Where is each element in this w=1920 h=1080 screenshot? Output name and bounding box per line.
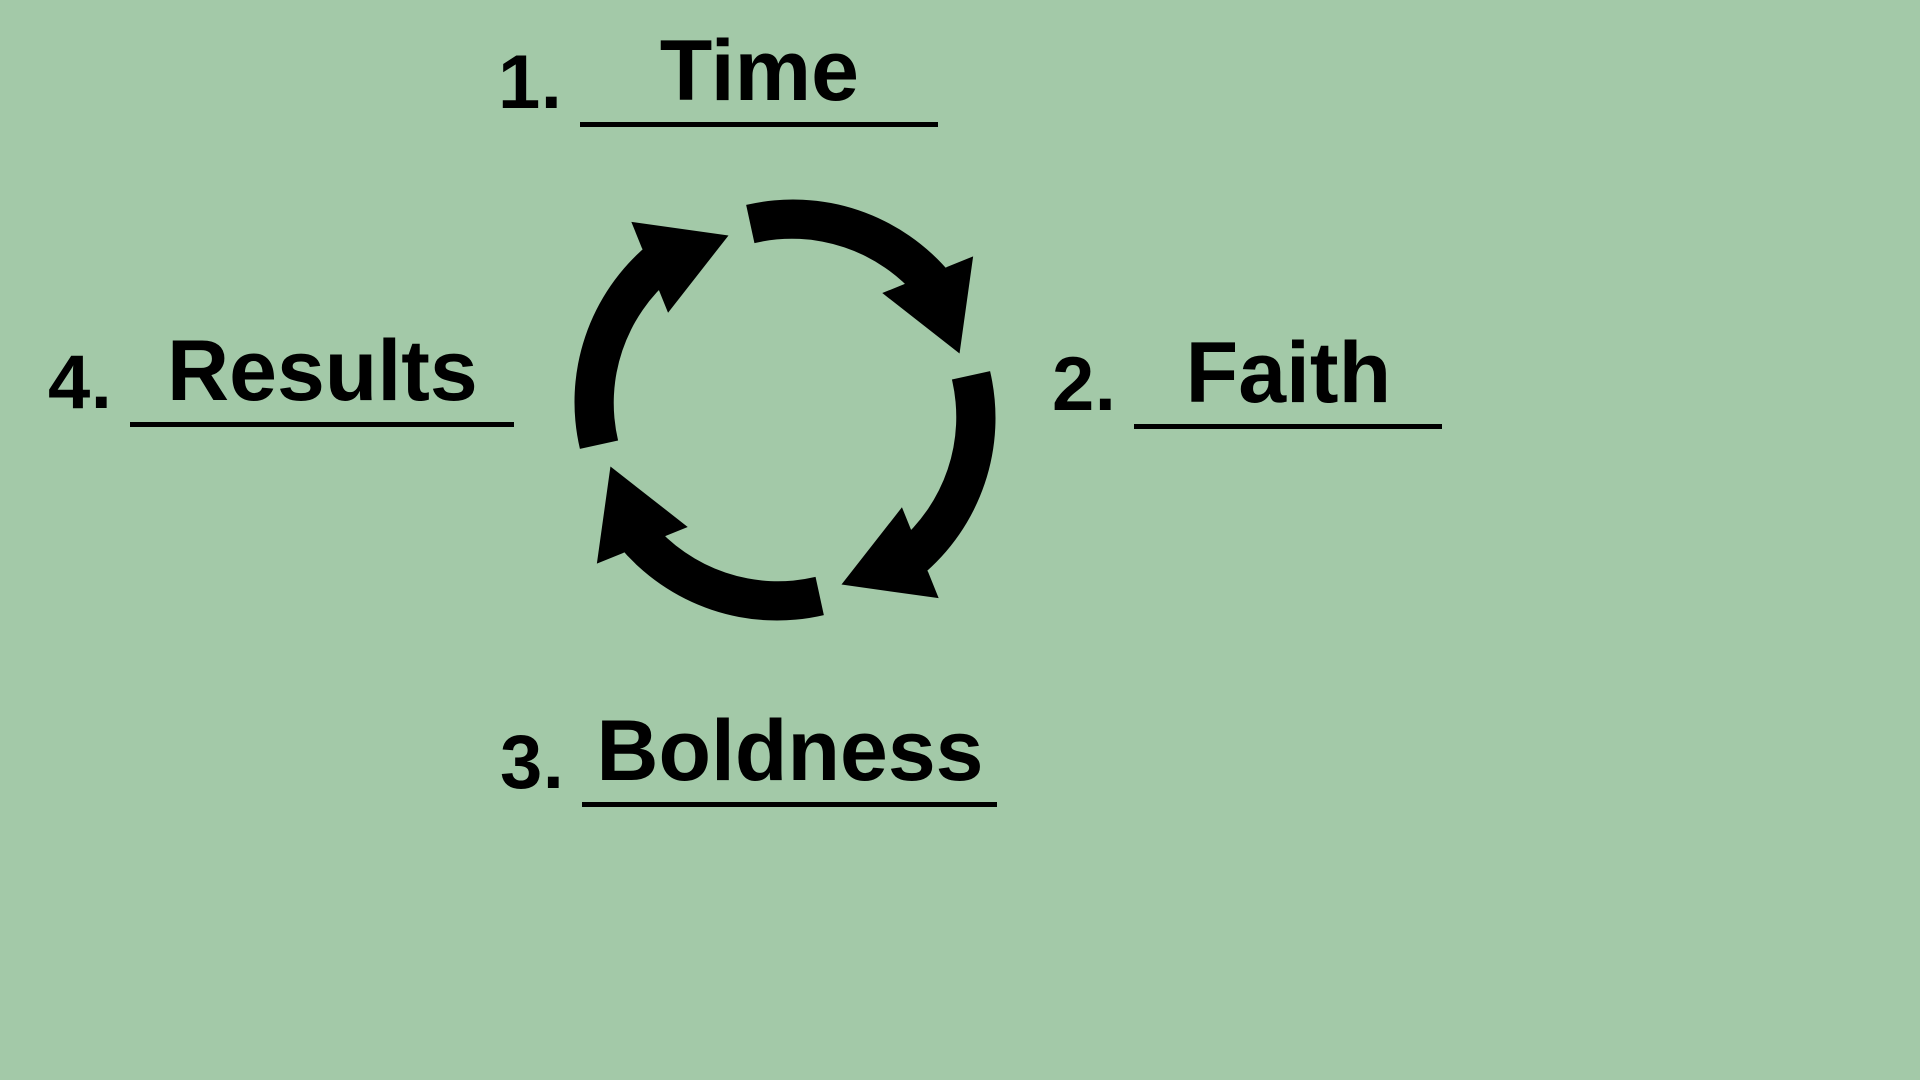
cycle-diagram (545, 170, 1025, 650)
arrow-top-icon (574, 243, 674, 449)
blank-label-time: 1. Time (498, 28, 939, 127)
blank-answer-faith[interactable]: Faith (1134, 330, 1443, 429)
arrow-top-head-icon (882, 256, 974, 354)
blank-answer-time[interactable]: Time (580, 28, 939, 127)
blank-number-4: 4. (48, 340, 113, 425)
blank-answer-results[interactable]: Results (130, 328, 515, 427)
blank-number-1: 1. (498, 40, 563, 125)
arrow-right-icon (746, 199, 952, 299)
blank-label-faith: 2. Faith (1052, 330, 1443, 429)
arrow-bottom-icon (896, 371, 996, 577)
blank-label-results: 4. Results (48, 328, 515, 427)
blank-number-3: 3. (500, 720, 565, 805)
blank-label-boldness: 3. Boldness (500, 708, 998, 807)
arrow-right-head-icon (841, 507, 939, 599)
arrow-bottom-head-icon (596, 466, 688, 564)
cycle-arrows-svg (574, 199, 996, 621)
arrow-left-head-icon (631, 221, 729, 313)
blank-number-2: 2. (1052, 342, 1117, 427)
arrow-left-icon (618, 521, 824, 621)
blank-answer-boldness[interactable]: Boldness (582, 708, 998, 807)
